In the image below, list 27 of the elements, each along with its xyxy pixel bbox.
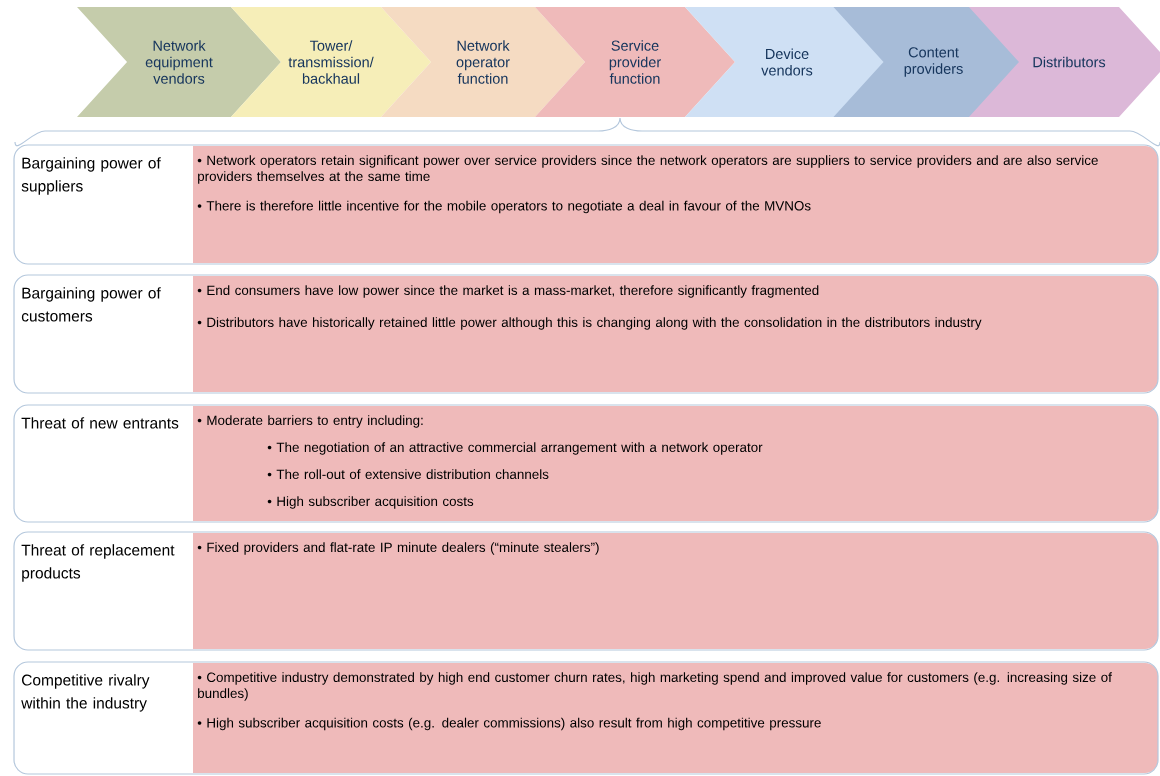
- bullet-text: • High subscriber acquisition costs: [267, 496, 474, 509]
- chevron-step: Distributors: [968, 7, 1160, 117]
- text-panel: [193, 146, 1158, 263]
- bullet-text: • High subscriber acquisition costs (e.g. dealer commissions) also result from high competitive pressure: [197, 717, 821, 731]
- row-heading: Competitive rivalry within the industry: [21, 674, 150, 712]
- bullet-text: • There is therefore little incentive for the mobile operators to negotiate a deal in favour of the MVNOs: [197, 200, 811, 214]
- bullet-text: • Network operators retain significant power over service providers since the network operators are suppliers to service providers and are also service providers themselves at the same time: [197, 155, 1098, 184]
- chevron-step: Tower/ transmission/ backhaul: [230, 7, 432, 117]
- chevron-step: Network equipment vendors: [77, 7, 281, 117]
- text-panel: [193, 406, 1158, 521]
- row-heading: Bargaining power of customers: [21, 287, 161, 322]
- text-panel: [193, 276, 1158, 392]
- row-heading: Threat of new entrants: [21, 417, 179, 429]
- text-panel: [193, 663, 1158, 773]
- bullet-text: • Distributors have historically retained little power although this is changing along with the consolidation in the distributors industry: [197, 317, 982, 330]
- chevron-step: Service provider function: [534, 7, 736, 117]
- row-heading: Bargaining power of suppliers: [21, 157, 161, 195]
- row-heading: Threat of replacement products: [21, 544, 175, 582]
- bullet-text: • Fixed providers and flat-rate IP minute dealers (“minute stealers”): [197, 542, 599, 555]
- bullet-text: • Competitive industry demonstrated by high end customer churn rates, high marketing spend and improved value for customers (e.g. increasing size of bundles): [197, 672, 1112, 701]
- text-panel: [193, 533, 1158, 649]
- bullet-text: • End consumers have low power since the market is a mass-market, therefore significantly fragmented: [197, 285, 819, 298]
- chevron-step: Network operator function: [381, 7, 585, 117]
- chevron-step: Device vendors: [685, 7, 889, 117]
- bullet-text: • Moderate barriers to entry including:: [197, 415, 423, 428]
- bullet-text: • The roll-out of extensive distribution channels: [267, 469, 549, 480]
- bullet-text: • The negotiation of an attractive commercial arrangement with a network operator: [267, 442, 763, 455]
